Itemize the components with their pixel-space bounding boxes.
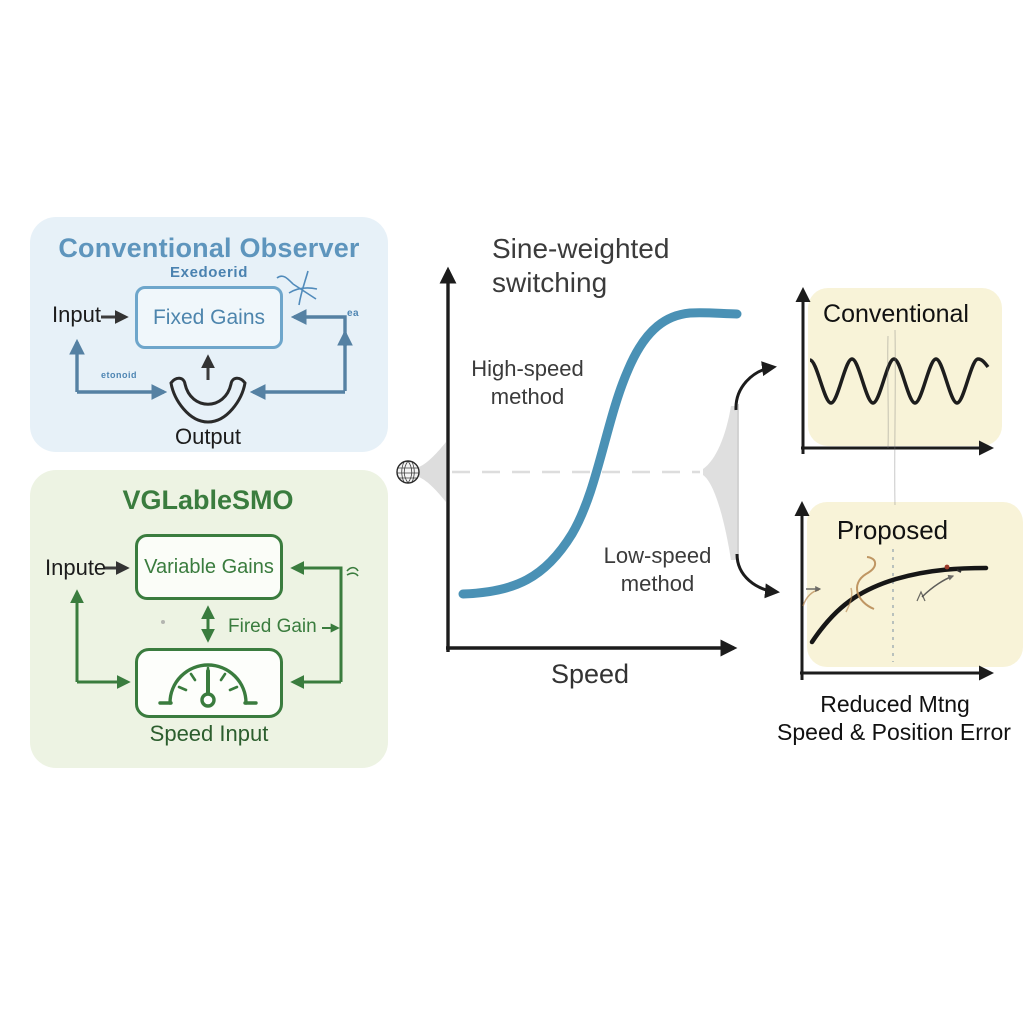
variable-gains-label: Variable Gains (144, 555, 274, 578)
result-box-proposed (807, 502, 1023, 667)
low-speed-label-line1: Low-speed (603, 543, 712, 568)
gray-speck (161, 620, 165, 624)
prop-artifacts (802, 556, 962, 613)
center-chart-strokes (396, 266, 780, 657)
result-conventional-strokes (795, 287, 994, 506)
conv-artifact-lines (887, 329, 896, 506)
feedback-right-line (290, 309, 347, 391)
speed-input-caption: Speed Input (149, 721, 269, 746)
branch-arrow-top (734, 361, 777, 411)
feedback-small-label: ea (347, 308, 360, 319)
speedometer-icon (158, 663, 258, 708)
center-title-line2: switching (492, 267, 608, 298)
sigmoid-curve (458, 308, 742, 599)
green-feedback-right-top (290, 561, 343, 682)
low-speed-label-line2: method (620, 571, 695, 596)
fixed-gains-top-label: Exedoerid (170, 264, 248, 281)
output-label: Output (174, 424, 242, 449)
scribble-icon (276, 270, 318, 306)
result-proposed-title: Proposed (836, 515, 949, 545)
fixed-gains-label: Fixed Gains (152, 305, 266, 329)
funnel-right (703, 406, 738, 560)
inpute-label: Inpute (45, 555, 107, 580)
center-title-line1: Sine-weighted (492, 233, 670, 264)
caption-line2: Speed & Position Error (777, 719, 1011, 745)
input-label: Input (52, 302, 101, 327)
sine-wave (809, 357, 990, 405)
result-proposed-strokes (794, 501, 994, 681)
fixed-gains-box: Fixed Gains (135, 286, 283, 349)
conventional-flow (69, 270, 353, 424)
funnel-left (419, 442, 446, 502)
branch-arrow-bottom (735, 553, 780, 599)
saturation-curve (809, 565, 989, 645)
fired-gain-label: Fired Gain (228, 616, 317, 637)
high-speed-label-line1: High-speed (471, 356, 584, 381)
noise-small-label: etonoid (101, 370, 137, 380)
small-green-glyph (346, 566, 359, 577)
variable-smo-flow (70, 561, 359, 708)
caption-line1: Reduced Mtng (820, 691, 970, 717)
mesh-sphere-icon (396, 460, 420, 484)
variable-smo-title: VGLableSMO (122, 485, 294, 515)
speed-axis-label: Speed (550, 659, 630, 689)
summing-bowl-shape (169, 376, 247, 424)
high-speed-label-line2: method (490, 384, 565, 409)
result-conventional-title: Conventional (823, 300, 969, 328)
result-box-conventional (808, 288, 1002, 446)
variable-gains-box: Variable Gains (135, 534, 283, 600)
conventional-observer-title: Conventional Observer (58, 233, 360, 263)
